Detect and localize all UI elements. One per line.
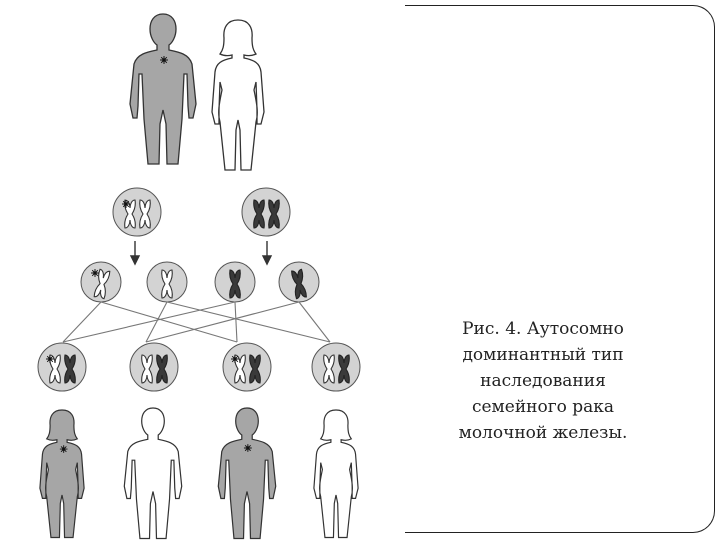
figure-caption: Рис. 4. Аутосомно доминантный тип наслед… [418, 316, 668, 446]
arrow-down-icon [129, 241, 141, 266]
caption-line: наследования [480, 371, 606, 391]
offspring-son-unaffected [123, 407, 183, 540]
parent-mother [211, 19, 265, 171]
offspring-daughter-unaffected [313, 409, 359, 539]
parent-father [129, 13, 197, 165]
female-figure-icon [39, 409, 85, 539]
gamete-mother-2 [278, 261, 320, 303]
father-genotype-circle [112, 187, 162, 237]
male-figure-icon [123, 407, 183, 540]
offspring-daughter-affected [39, 409, 85, 539]
offspring-son-affected [217, 407, 277, 540]
female-figure-icon [211, 19, 265, 171]
caption-line: доминантный тип [462, 345, 624, 365]
caption-panel [405, 5, 715, 533]
gamete-mother-1 [214, 261, 256, 303]
caption-line: Рис. 4. Аутосомно [462, 319, 624, 339]
caption-line: молочной железы. [458, 423, 628, 443]
caption-line: семейного рака [471, 397, 615, 417]
mutation-marker-icon [230, 354, 240, 364]
arrow-down-icon [261, 241, 273, 266]
female-figure-icon [313, 409, 359, 539]
male-figure-icon [217, 407, 277, 540]
offspring-genotype-1 [37, 342, 87, 392]
male-figure-icon [129, 13, 197, 165]
mutation-marker-icon [45, 354, 55, 364]
gamete-father-normal [146, 261, 188, 303]
cross-lines [62, 301, 331, 343]
offspring-genotype-2 [129, 342, 179, 392]
offspring-genotype-4 [311, 342, 361, 392]
mutation-marker-icon [90, 268, 100, 278]
offspring-genotype-3 [222, 342, 272, 392]
gamete-father-mutant [80, 261, 122, 303]
mother-genotype-circle [241, 187, 291, 237]
